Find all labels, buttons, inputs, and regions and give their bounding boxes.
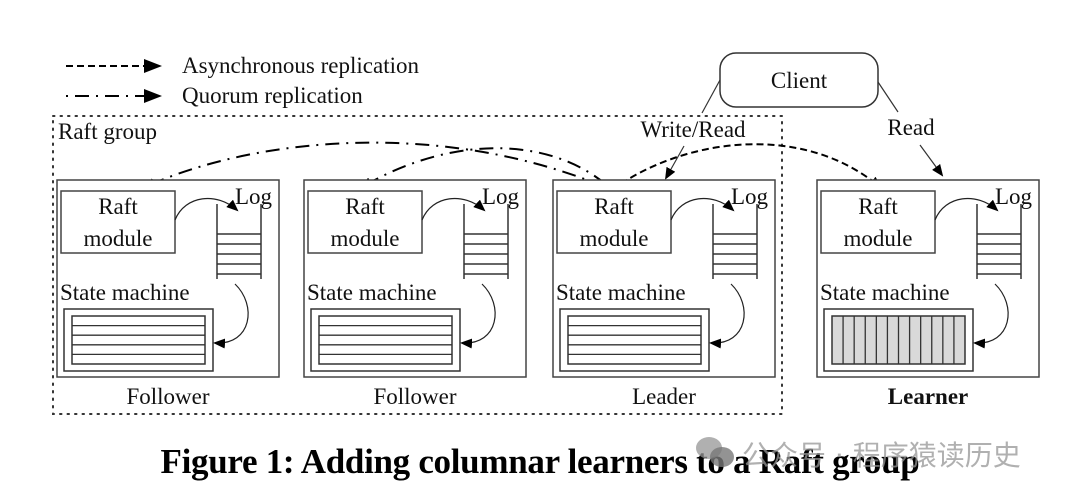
- log-stack: [216, 204, 262, 279]
- client-write-line: [701, 79, 721, 114]
- raft-module-box: [556, 190, 672, 254]
- raft-module-label-line1: Raft: [858, 194, 898, 219]
- raft-module-label-line2: module: [580, 226, 649, 251]
- raft-module-label-line2: module: [84, 226, 153, 251]
- log-to-state-machine-arrow: [213, 283, 249, 349]
- row-storage: [567, 315, 702, 365]
- raft-to-log-arrow: [670, 197, 735, 221]
- raft-to-log-arrow: [934, 197, 999, 221]
- raft-module-box: [60, 190, 176, 254]
- node-role-label: Leader: [632, 384, 696, 409]
- legend: Asynchronous replication Quorum replicat…: [66, 53, 419, 108]
- legend-async-label: Asynchronous replication: [182, 53, 419, 78]
- raft-to-log-arrow: [421, 197, 486, 221]
- raft-diagram: Asynchronous replication Quorum replicat…: [52, 52, 1040, 415]
- watermark-text: 公众号 · 程序猿读历史: [742, 439, 1021, 472]
- log-label: Log: [482, 184, 520, 209]
- state-machine-label: State machine: [556, 280, 686, 305]
- raft-group-label: Raft group: [58, 119, 157, 144]
- raft-module-label-line2: module: [844, 226, 913, 251]
- write-read-label: Write/Read: [640, 117, 746, 142]
- log-to-state-machine-arrow: [460, 283, 496, 349]
- legend-quorum-label: Quorum replication: [182, 83, 363, 108]
- figure-caption: Figure 1: Adding columnar learners to a …: [160, 442, 920, 481]
- state-machine-label: State machine: [820, 280, 950, 305]
- log-label: Log: [235, 184, 273, 209]
- read-label: Read: [887, 115, 935, 140]
- node-role-label: Learner: [888, 384, 968, 409]
- raft-module-box: [307, 190, 423, 254]
- client-label: Client: [771, 68, 828, 93]
- log-stack: [976, 204, 1022, 279]
- wechat-icon: [696, 437, 734, 471]
- write-read-arrow: [665, 145, 685, 180]
- state-machine-label: State machine: [307, 280, 437, 305]
- node-role-label: Follower: [126, 384, 209, 409]
- raft-module-label-line1: Raft: [594, 194, 634, 219]
- client-read-line: [877, 81, 899, 113]
- legend-quorum-arrow-icon: [144, 89, 162, 103]
- row-storage: [318, 315, 453, 365]
- log-stack: [712, 204, 758, 279]
- quorum-replication-to-follower-1: [143, 141, 613, 191]
- async-replication-to-learner: [611, 143, 882, 191]
- log-stack: [463, 204, 509, 279]
- log-label: Log: [995, 184, 1033, 209]
- watermark: 公众号 · 程序猿读历史: [696, 434, 1021, 474]
- legend-async-arrow-icon: [144, 59, 162, 73]
- state-machine-label: State machine: [60, 280, 190, 305]
- raft-group-boundary: [52, 115, 783, 415]
- node-role-label: Follower: [373, 384, 456, 409]
- read-arrow: [919, 144, 944, 177]
- quorum-replication-to-follower-2: [360, 147, 613, 191]
- raft-module-label-line1: Raft: [345, 194, 385, 219]
- log-label: Log: [731, 184, 769, 209]
- log-to-state-machine-arrow: [973, 283, 1009, 349]
- raft-module-box: [820, 190, 936, 254]
- raft-to-log-arrow: [174, 197, 239, 221]
- raft-module-label-line2: module: [331, 226, 400, 251]
- log-to-state-machine-arrow: [709, 283, 745, 349]
- row-storage: [71, 315, 206, 365]
- raft-module-label-line1: Raft: [98, 194, 138, 219]
